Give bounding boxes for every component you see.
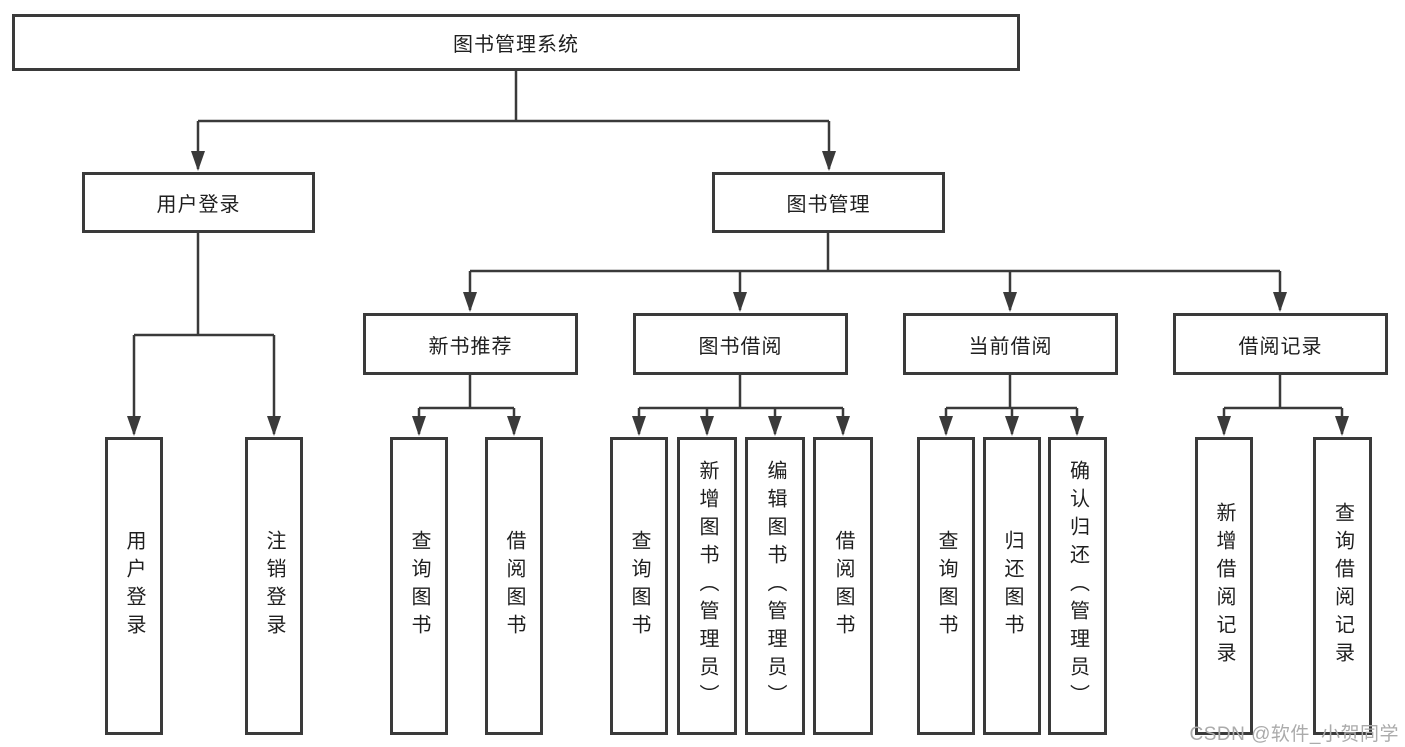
connector-book-management [470,233,1280,273]
connector-root [198,70,829,123]
leaf-nb-borrow-books: 借阅图书 [485,437,543,735]
leaf-nb-borrow-books-label: 借阅图书 [503,530,525,642]
node-book-management: 图书管理 [712,172,945,233]
leaf-nb-query-books: 查询图书 [390,437,448,735]
leaf-cb-query-books-label: 查询图书 [935,530,957,642]
leaf-cb-return-books-label: 归还图书 [1001,530,1023,642]
node-borrow-records-label: 借阅记录 [1238,335,1323,358]
leaf-bb-borrow-books: 借阅图书 [813,437,873,735]
leaf-logout: 注销登录 [245,437,303,735]
node-root: 图书管理系统 [12,14,1020,71]
connector-new-book-recommend [419,375,514,410]
node-book-borrow: 图书借阅 [633,313,848,375]
node-current-borrow-label: 当前借阅 [968,335,1053,358]
leaf-cb-query-books: 查询图书 [917,437,975,735]
leaf-cb-confirm-return-admin-label: 确认归还（管理员） [1066,460,1089,712]
node-current-borrow: 当前借阅 [903,313,1118,375]
connector-borrow-records [1224,375,1342,410]
leaf-cb-confirm-return-admin: 确认归还（管理员） [1048,437,1107,735]
node-root-label: 图书管理系统 [453,34,579,56]
node-borrow-records: 借阅记录 [1173,313,1388,375]
leaf-br-query-record-label: 查询借阅记录 [1331,502,1354,670]
leaf-bb-add-books-admin-label: 新增图书（管理员） [696,460,718,712]
leaf-br-add-record: 新增借阅记录 [1195,437,1253,735]
leaf-bb-edit-books-admin: 编辑图书（管理员） [745,437,805,735]
leaf-user-login-label: 用户登录 [123,530,145,642]
connector-current-borrow [946,375,1077,410]
node-user-login-label: 用户登录 [156,194,241,216]
node-user-login: 用户登录 [82,172,315,233]
leaf-logout-label: 注销登录 [263,530,285,642]
node-new-book-recommend-label: 新书推荐 [428,335,513,358]
node-new-book-recommend: 新书推荐 [363,313,578,375]
leaf-bb-query-books: 查询图书 [610,437,668,735]
leaf-bb-add-books-admin: 新增图书（管理员） [677,437,737,735]
node-book-management-label: 图书管理 [786,194,871,216]
leaf-br-query-record: 查询借阅记录 [1313,437,1372,735]
leaf-bb-edit-books-admin-label: 编辑图书（管理员） [764,460,786,712]
connector-user-login [134,233,274,337]
leaf-bb-query-books-label: 查询图书 [628,530,650,642]
leaf-nb-query-books-label: 查询图书 [408,530,430,642]
leaf-br-add-record-label: 新增借阅记录 [1213,502,1235,670]
connector-book-borrow [639,375,843,410]
leaf-cb-return-books: 归还图书 [983,437,1041,735]
node-book-borrow-label: 图书借阅 [698,335,783,358]
leaf-bb-borrow-books-label: 借阅图书 [832,530,854,642]
leaf-user-login: 用户登录 [105,437,163,735]
csdn-watermark: CSDN @软件_小贺同学 [1189,724,1399,745]
